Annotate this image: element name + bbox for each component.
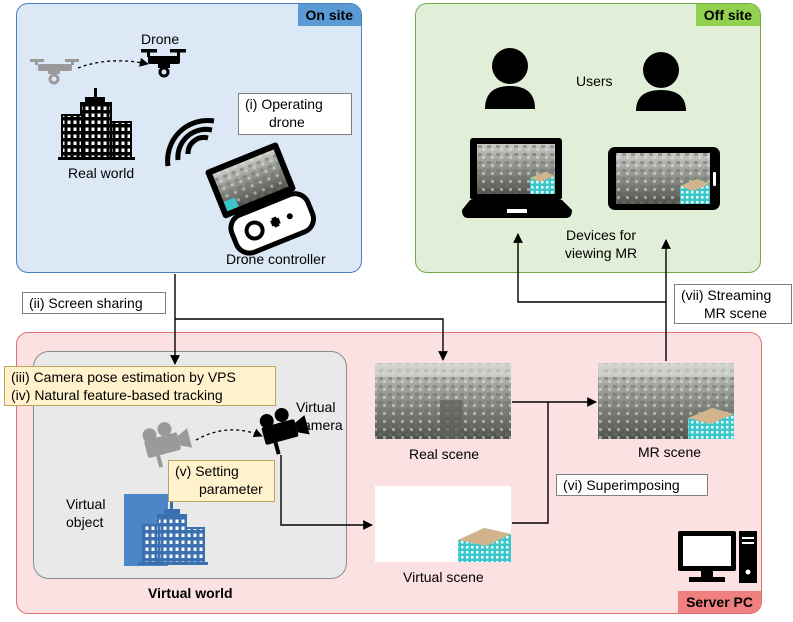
virtual-object-label: Virtual object — [66, 495, 105, 531]
tracking-step: (iv) Natural feature-based tracking — [11, 387, 223, 403]
laptop-icon — [462, 138, 572, 218]
virtual-object-icon — [124, 494, 208, 566]
virtual-scene-image — [375, 486, 511, 562]
camera-ghost-icon — [142, 422, 193, 468]
virtual-camera-label: Virtual camera — [296, 398, 343, 434]
drone-motion-arrow — [77, 57, 149, 69]
virtual-camera-line1: Virtual — [296, 399, 336, 415]
virtual-world-label: Virtual world — [148, 585, 233, 601]
setting-parameter-line2: parameter — [199, 481, 263, 497]
real-world-buildings-icon — [58, 88, 135, 160]
superimposing-box: (vi) Superimposing — [556, 474, 708, 496]
camera-pose-step: (iii) Camera pose estimation by VPS — [11, 369, 236, 385]
real-world-label: Real world — [68, 165, 135, 181]
user-icon — [485, 48, 535, 109]
server-pc-icon — [678, 531, 757, 583]
wireless-signal-icon — [165, 118, 215, 167]
flow-connectors — [170, 233, 671, 530]
setting-parameter-line1: (v) Setting — [175, 463, 239, 479]
setting-parameter-box: (v) Setting parameter — [168, 460, 275, 502]
real-scene-image — [375, 363, 511, 439]
virtual-camera-icon — [259, 407, 310, 455]
screen-sharing-box: (ii) Screen sharing — [22, 292, 166, 314]
streaming-line2: MR scene — [704, 305, 768, 321]
drone-icon — [141, 49, 186, 78]
server-pc-tag: Server PC — [678, 591, 761, 613]
off-site-panel: Off site — [415, 3, 761, 273]
on-site-tag: On site — [297, 4, 361, 26]
virtual-scene-label: Virtual scene — [403, 569, 484, 585]
virtual-object-line1: Virtual — [66, 496, 106, 512]
off-site-tag: Off site — [695, 4, 760, 26]
devices-label-line1: Devices for — [565, 227, 637, 243]
real-scene-label: Real scene — [409, 446, 480, 462]
drone-controller-icon — [205, 142, 316, 256]
operating-drone-line2: drone — [269, 114, 305, 130]
drone-ghost-icon — [30, 59, 79, 85]
streaming-line1: (vii) Streaming — [681, 287, 772, 303]
mr-scene-image — [598, 363, 734, 439]
streaming-box: (vii) Streaming MR scene — [674, 284, 792, 324]
devices-label-line2: viewing MR — [564, 245, 638, 261]
tablet-icon — [608, 147, 720, 210]
drone-controller-label: Drone controller — [226, 251, 326, 267]
virtual-object-line2: object — [66, 514, 104, 530]
operating-drone-box: (i) Operating drone — [238, 93, 352, 135]
camera-motion-arrow — [195, 428, 263, 441]
user-icon — [636, 52, 686, 111]
virtual-camera-line2: camera — [296, 417, 343, 433]
users-label: Users — [576, 73, 613, 89]
mr-scene-label: MR scene — [638, 444, 702, 460]
pose-tracking-box: (iii) Camera pose estimation by VPS (iv)… — [4, 366, 276, 406]
devices-label: Devices for viewing MR — [556, 226, 646, 262]
drone-label: Drone — [141, 31, 180, 47]
operating-drone-line1: (i) Operating — [245, 96, 323, 112]
